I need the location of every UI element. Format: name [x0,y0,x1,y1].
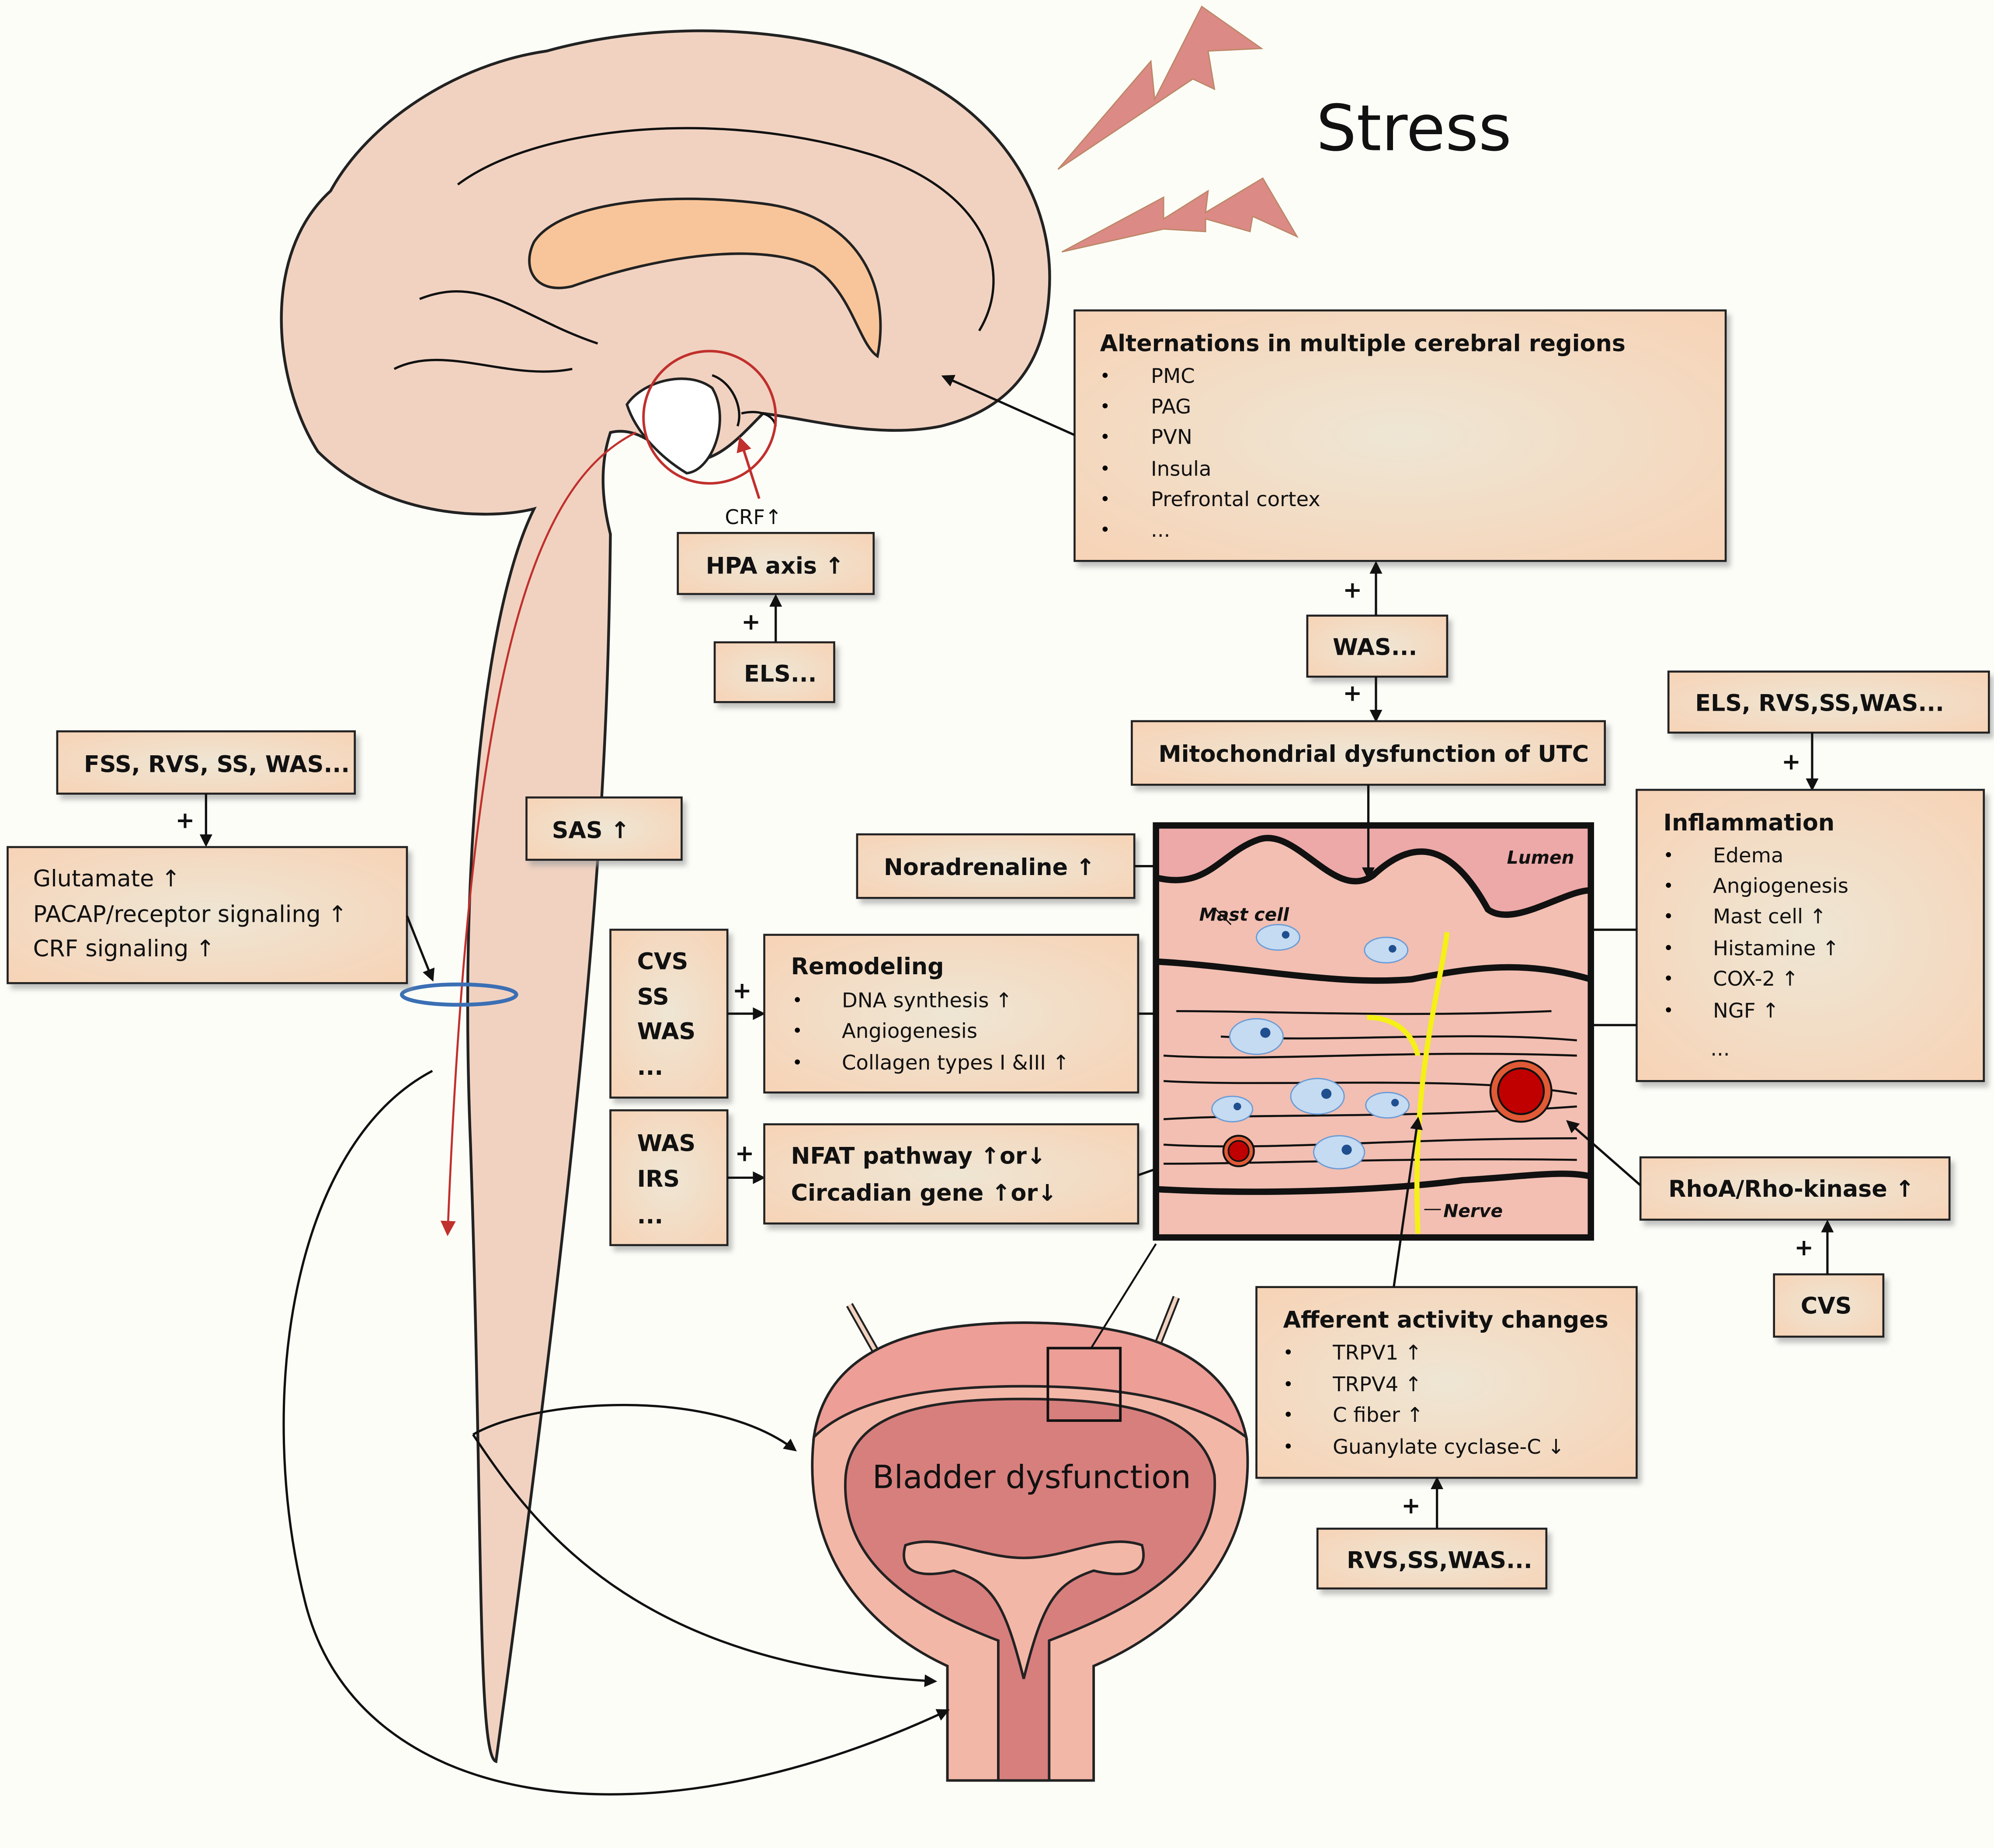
list-item: DNA synthesis ↑ [842,989,1012,1012]
nerve [1414,932,1450,1234]
list-item: COX-2 ↑ [1713,967,1799,990]
plus-sign: + [176,807,195,834]
was-label: WAS... [1333,634,1417,661]
nfat-label: NFAT pathway ↑or↓ [791,1143,1046,1169]
rvs-box [1316,1528,1548,1590]
list-item: PMC [1151,364,1195,388]
mitochondrial-label: Mitochondrial dysfunction of UTC [1158,741,1589,768]
noradrenaline-box [856,833,1136,899]
mitochondrial-box [1131,720,1606,786]
plus-sign: + [1782,749,1801,775]
list-item: NGF ↑ [1713,999,1779,1022]
list-item: Mast cell ↑ [1713,905,1827,928]
hypothalamus-highlight [642,350,777,485]
list-item: Angiogenesis [842,1019,977,1042]
cerebral-list: PMC PAG PVN Insula Prefrontal cortex ... [1102,364,1320,542]
list-item: TRPV1 ↑ [1332,1341,1422,1364]
brain-illustration [280,29,1051,1764]
was-box [1306,615,1449,678]
noradrenaline-label: Noradrenaline ↑ [884,854,1095,881]
sas-box [525,796,683,861]
spinal-ring [400,982,518,1007]
plus-sign: + [733,977,752,1004]
nfat-box [763,1123,1139,1225]
cause-item: ... [637,1054,664,1080]
hpa-axis-box [677,532,875,595]
inflammation-list: Edema Angiogenesis Mast cell ↑ Histamine… [1666,844,1848,1060]
cause-item: WAS [637,1130,696,1157]
remodeling-title: Remodeling [791,953,944,980]
list-item: Guanylate cyclase-C ↓ [1333,1435,1564,1459]
rhoa-label: RhoA/Rho-kinase ↑ [1668,1176,1914,1202]
crf-arrow [736,436,761,499]
bladder-dysfunction-label: Bladder dysfunction [872,1459,1191,1496]
list-item: CRF signaling ↑ [33,935,215,962]
list-item: PACAP/receptor signaling ↑ [33,901,347,928]
sas-label: SAS ↑ [552,817,630,844]
afferent-title: Afferent activity changes [1283,1307,1608,1334]
plus-sign: + [1343,680,1362,706]
els-rvs-box [1667,670,1990,734]
afferent-box [1255,1286,1638,1479]
plus-sign: + [1794,1234,1813,1261]
mast-cell-label: Mast cell [1199,904,1290,925]
inflammation-box [1636,789,1985,1082]
stress-title: Stress [1316,92,1511,166]
cvs-box [1773,1273,1885,1338]
list-item: Insula [1151,457,1211,480]
lightning-icon [1057,5,1264,170]
list-item: PVN [1151,425,1192,449]
bladder-illustration [811,1243,1249,1782]
hpa-axis-label: HPA axis ↑ [706,552,844,579]
els-rvs-label: ELS, RVS,SS,WAS... [1695,690,1944,717]
rhoa-box [1639,1156,1951,1221]
plus-sign: + [1401,1493,1421,1519]
lumen-label: Lumen [1507,847,1574,868]
plus-sign: + [741,608,761,635]
cause-item: SS [637,984,669,1011]
spinal-signaling-box [7,846,408,984]
els-box [713,641,835,703]
circadian-label: Circadian gene ↑or↓ [791,1180,1057,1206]
list-item: C fiber ↑ [1333,1403,1424,1427]
cause-item: CVS [637,948,688,975]
list-more: ... [1710,1037,1730,1060]
cause-item: WAS [637,1018,696,1045]
cause-item: IRS [637,1166,680,1192]
crf-label: CRF↑ [725,505,782,529]
inflammation-title: Inflammation [1664,809,1835,836]
els-label: ELS... [744,661,817,688]
spinal-cord-inner [440,431,636,1237]
plus-sign: + [735,1140,754,1167]
list-item: ... [1151,518,1170,542]
bladder-tissue-section [1153,822,1594,1241]
fss-label: FSS, RVS, SS, WAS... [84,751,350,778]
rvs-label: RVS,SS,WAS... [1347,1547,1532,1574]
list-item: Histamine ↑ [1713,936,1839,960]
list-item: Edema [1713,844,1783,867]
list-item: Prefrontal cortex [1151,487,1320,511]
list-item: PAG [1151,395,1191,418]
remodel-causes-box [609,928,729,1099]
cause-item: ... [637,1202,664,1229]
cerebral-regions-box [1073,309,1727,562]
fss-box [56,730,356,795]
cvs-label: CVS [1801,1293,1852,1320]
plus-sign: + [1343,577,1362,604]
list-item: TRPV4 ↑ [1332,1372,1422,1396]
lightning-icon [1061,177,1299,253]
list-item: Angiogenesis [1713,874,1848,898]
list-item: Glutamate ↑ [33,865,181,892]
cerebral-title: Alternations in multiple cerebral region… [1100,330,1626,357]
nerve-label: Nerve [1443,1201,1503,1222]
list-item: Collagen types I &III ↑ [842,1051,1070,1074]
